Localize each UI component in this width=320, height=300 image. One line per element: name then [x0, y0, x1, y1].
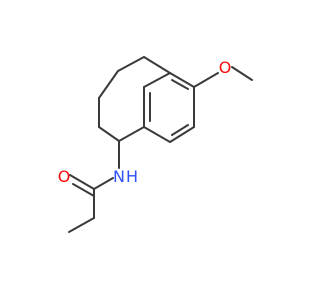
atom-label-layer: O N H O	[58, 58, 232, 186]
bond	[143, 126, 171, 143]
bond	[69, 174, 95, 190]
bond	[171, 124, 189, 136]
bond	[143, 72, 171, 88]
bond	[98, 70, 119, 99]
bond	[171, 79, 189, 90]
bond-layer	[68, 56, 253, 233]
bond	[169, 126, 195, 143]
amide-hydrogen-label: H	[126, 167, 138, 186]
carbonyl-oxygen-label: O	[58, 167, 71, 186]
bond	[117, 56, 145, 72]
bond	[72, 183, 95, 197]
bond	[169, 72, 195, 88]
bond	[68, 217, 95, 233]
molecule-canvas: O N H O	[58, 56, 253, 233]
methoxy-oxygen-label: O	[219, 58, 232, 77]
bond	[231, 66, 253, 81]
bond	[143, 56, 171, 74]
bond	[193, 72, 219, 88]
bond	[118, 126, 145, 142]
bond	[98, 126, 120, 142]
bond	[93, 177, 114, 190]
molecule-structure: O N H O	[58, 56, 253, 233]
amide-nitrogen-label: N	[113, 167, 125, 186]
